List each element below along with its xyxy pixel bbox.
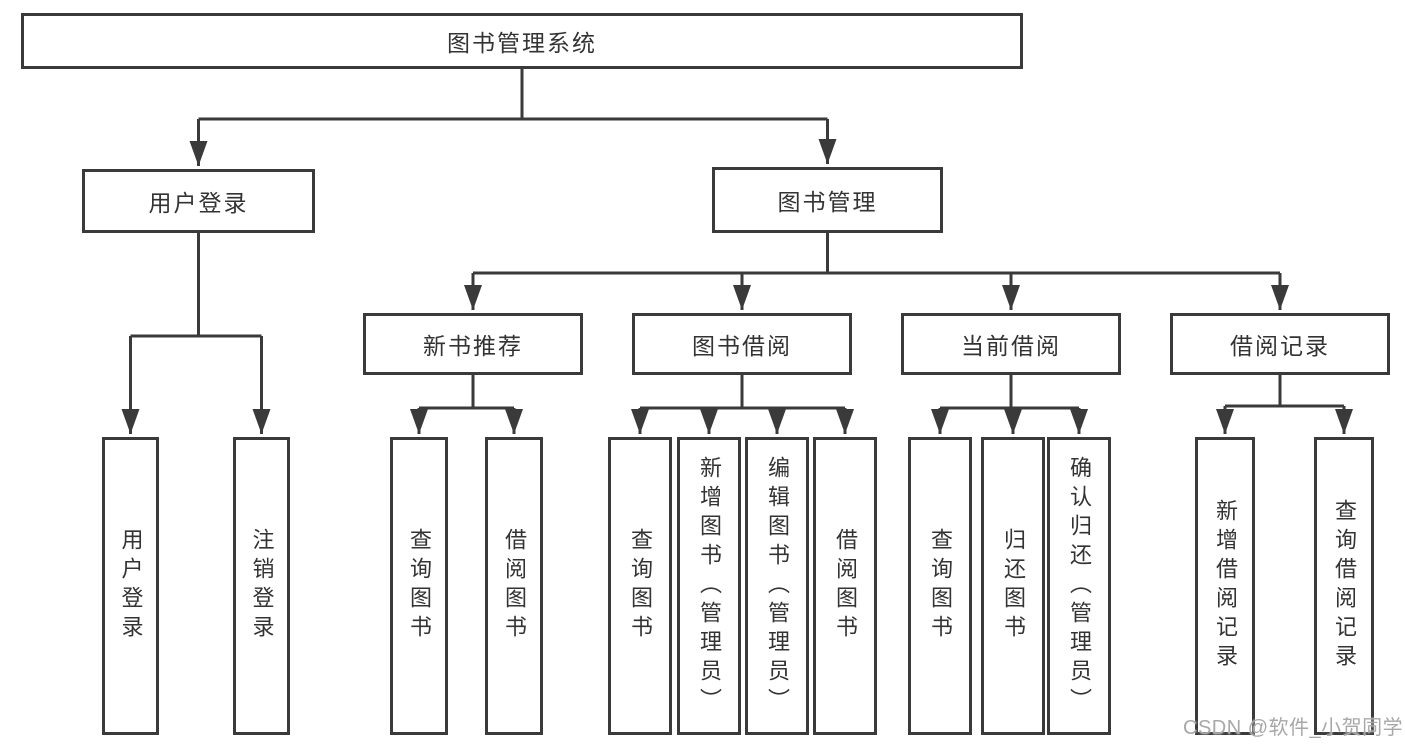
node-leaf-cb-query-books-label: 查询图书 bbox=[928, 528, 953, 644]
node-book-mgmt: 图书管理 bbox=[712, 167, 943, 233]
node-leaf-bb-add-books-admin: 新增图书（管理员） bbox=[677, 437, 741, 735]
node-leaf-cb-confirm-return-admin: 确认归还（管理员） bbox=[1047, 437, 1111, 735]
connector-new-book-rec-children bbox=[410, 375, 523, 434]
node-new-book-rec-label: 新书推荐 bbox=[423, 333, 523, 359]
connector-user-login-children bbox=[121, 233, 271, 434]
node-leaf-cb-query-books: 查询图书 bbox=[908, 437, 972, 735]
node-leaf-br-query-record: 查询借阅记录 bbox=[1314, 437, 1374, 735]
node-leaf-bb-query-books-label: 查询图书 bbox=[628, 528, 653, 644]
node-leaf-br-add-record-label: 新增借阅记录 bbox=[1213, 499, 1238, 673]
node-leaf-nbr-borrow-books: 借阅图书 bbox=[485, 437, 543, 735]
node-leaf-bb-query-books: 查询图书 bbox=[608, 437, 672, 735]
node-borrow-records-label: 借阅记录 bbox=[1230, 333, 1330, 359]
connector-borrow-records-children bbox=[1216, 375, 1353, 434]
node-leaf-user-login: 用户登录 bbox=[102, 437, 159, 735]
node-user-login: 用户登录 bbox=[82, 169, 315, 233]
node-root-system-label: 图书管理系统 bbox=[447, 30, 597, 56]
node-new-book-rec: 新书推荐 bbox=[363, 313, 583, 375]
node-user-login-label: 用户登录 bbox=[148, 190, 249, 216]
node-leaf-nbr-borrow-books-label: 借阅图书 bbox=[502, 528, 527, 644]
node-leaf-cb-confirm-return-admin-label: 确认归还（管理员） bbox=[1067, 455, 1092, 717]
node-root-system: 图书管理系统 bbox=[21, 13, 1023, 69]
node-book-borrow-label: 图书借阅 bbox=[692, 333, 792, 359]
node-leaf-user-login-label: 用户登录 bbox=[118, 528, 144, 644]
node-leaf-bb-edit-books-admin: 编辑图书（管理员） bbox=[745, 437, 809, 735]
node-current-borrow: 当前借阅 bbox=[901, 313, 1121, 375]
node-book-mgmt-label: 图书管理 bbox=[777, 189, 878, 215]
node-borrow-records: 借阅记录 bbox=[1170, 313, 1390, 375]
node-leaf-logout-label: 注销登录 bbox=[249, 528, 275, 644]
node-leaf-br-query-record-label: 查询借阅记录 bbox=[1332, 499, 1357, 673]
node-leaf-bb-add-books-admin-label: 新增图书（管理员） bbox=[697, 455, 722, 717]
node-leaf-bb-borrow-books: 借阅图书 bbox=[813, 437, 877, 735]
connector-root-to-level2 bbox=[189, 69, 837, 166]
node-leaf-logout: 注销登录 bbox=[233, 437, 290, 735]
csdn-watermark: CSDN @软件_小贺同学 bbox=[1183, 717, 1404, 739]
connector-current-borrow-children bbox=[931, 375, 1088, 434]
connector-book-mgmt-children bbox=[464, 233, 1289, 310]
node-leaf-nbr-query-books-label: 查询图书 bbox=[407, 528, 432, 644]
node-leaf-nbr-query-books: 查询图书 bbox=[390, 437, 448, 735]
node-leaf-bb-edit-books-admin-label: 编辑图书（管理员） bbox=[765, 455, 790, 717]
node-current-borrow-label: 当前借阅 bbox=[961, 333, 1061, 359]
connector-book-borrow-children bbox=[631, 375, 854, 434]
node-leaf-cb-return-books: 归还图书 bbox=[981, 437, 1045, 735]
node-leaf-cb-return-books-label: 归还图书 bbox=[1001, 528, 1026, 644]
node-book-borrow: 图书借阅 bbox=[632, 313, 852, 375]
node-leaf-bb-borrow-books-label: 借阅图书 bbox=[833, 528, 858, 644]
node-leaf-br-add-record: 新增借阅记录 bbox=[1195, 437, 1255, 735]
